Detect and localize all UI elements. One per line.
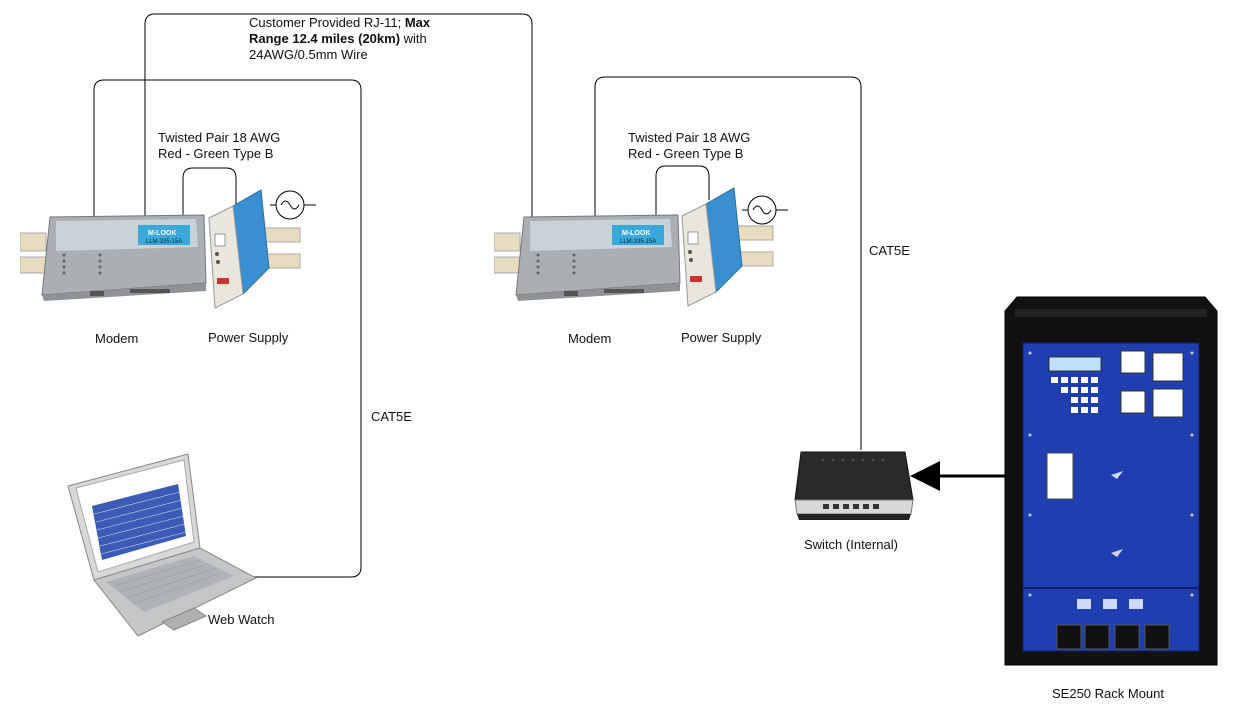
rj11-wire (144, 13, 533, 222)
cat5e-label-left: CAT5E (371, 409, 412, 424)
power-supply-left-image (208, 189, 301, 309)
twisted-pair-line2: Red - Green Type B (628, 146, 744, 161)
right-twisted-pair-wire (655, 165, 710, 222)
modem-left-model: LLM-335-15A (146, 239, 182, 245)
power-supply-right-label: Power Supply (681, 330, 762, 345)
rack-image (1004, 296, 1218, 666)
power-supply-left-label: Power Supply (208, 330, 289, 345)
laptop-image (67, 453, 258, 637)
ac-source-icon-right (747, 195, 777, 225)
switch-image (794, 451, 914, 520)
modem-left-label: Modem (95, 331, 139, 346)
rj11-label-wire: 24AWG/0.5mm Wire (249, 47, 368, 62)
twisted-pair-label-right: Twisted Pair 18 AWG Red - Green Type B (628, 130, 750, 162)
left-cat5e-wire (93, 79, 362, 578)
twisted-pair-line1: Twisted Pair 18 AWG (628, 130, 751, 145)
modem-right-label: Modem (568, 331, 612, 346)
modem-right-model: LLM-335-15A (620, 239, 656, 245)
rj11-label: Customer Provided RJ-11; Max Range 12.4 … (249, 15, 430, 63)
ac-source-icon-left (275, 190, 305, 220)
rj11-label-part1: Customer Provided RJ-11; (249, 15, 405, 30)
right-cat5e-wire (594, 76, 862, 450)
power-supply-right-image (681, 187, 774, 307)
modem-left-image: M-LOOK LLM-335-15A (20, 214, 207, 301)
web-watch-label: Web Watch (208, 612, 275, 627)
cat5e-label-right: CAT5E (869, 243, 910, 258)
modem-left-brand: M-LOOK (148, 230, 176, 237)
twisted-pair-label-left: Twisted Pair 18 AWG Red - Green Type B (158, 130, 280, 162)
twisted-pair-line1: Twisted Pair 18 AWG (158, 130, 281, 145)
rj11-label-with: with (400, 31, 427, 46)
twisted-pair-line2: Red - Green Type B (158, 146, 274, 161)
left-twisted-pair-wire (182, 167, 237, 222)
rj11-label-range: Range 12.4 miles (20km) (249, 31, 401, 46)
modem-right-image: M-LOOK LLM-335-15A (494, 214, 681, 301)
switch-label: Switch (Internal) (804, 537, 898, 552)
rj11-label-max: Max (404, 15, 431, 30)
rack-label: SE250 Rack Mount (1052, 686, 1165, 701)
modem-right-brand: M-LOOK (622, 230, 650, 237)
